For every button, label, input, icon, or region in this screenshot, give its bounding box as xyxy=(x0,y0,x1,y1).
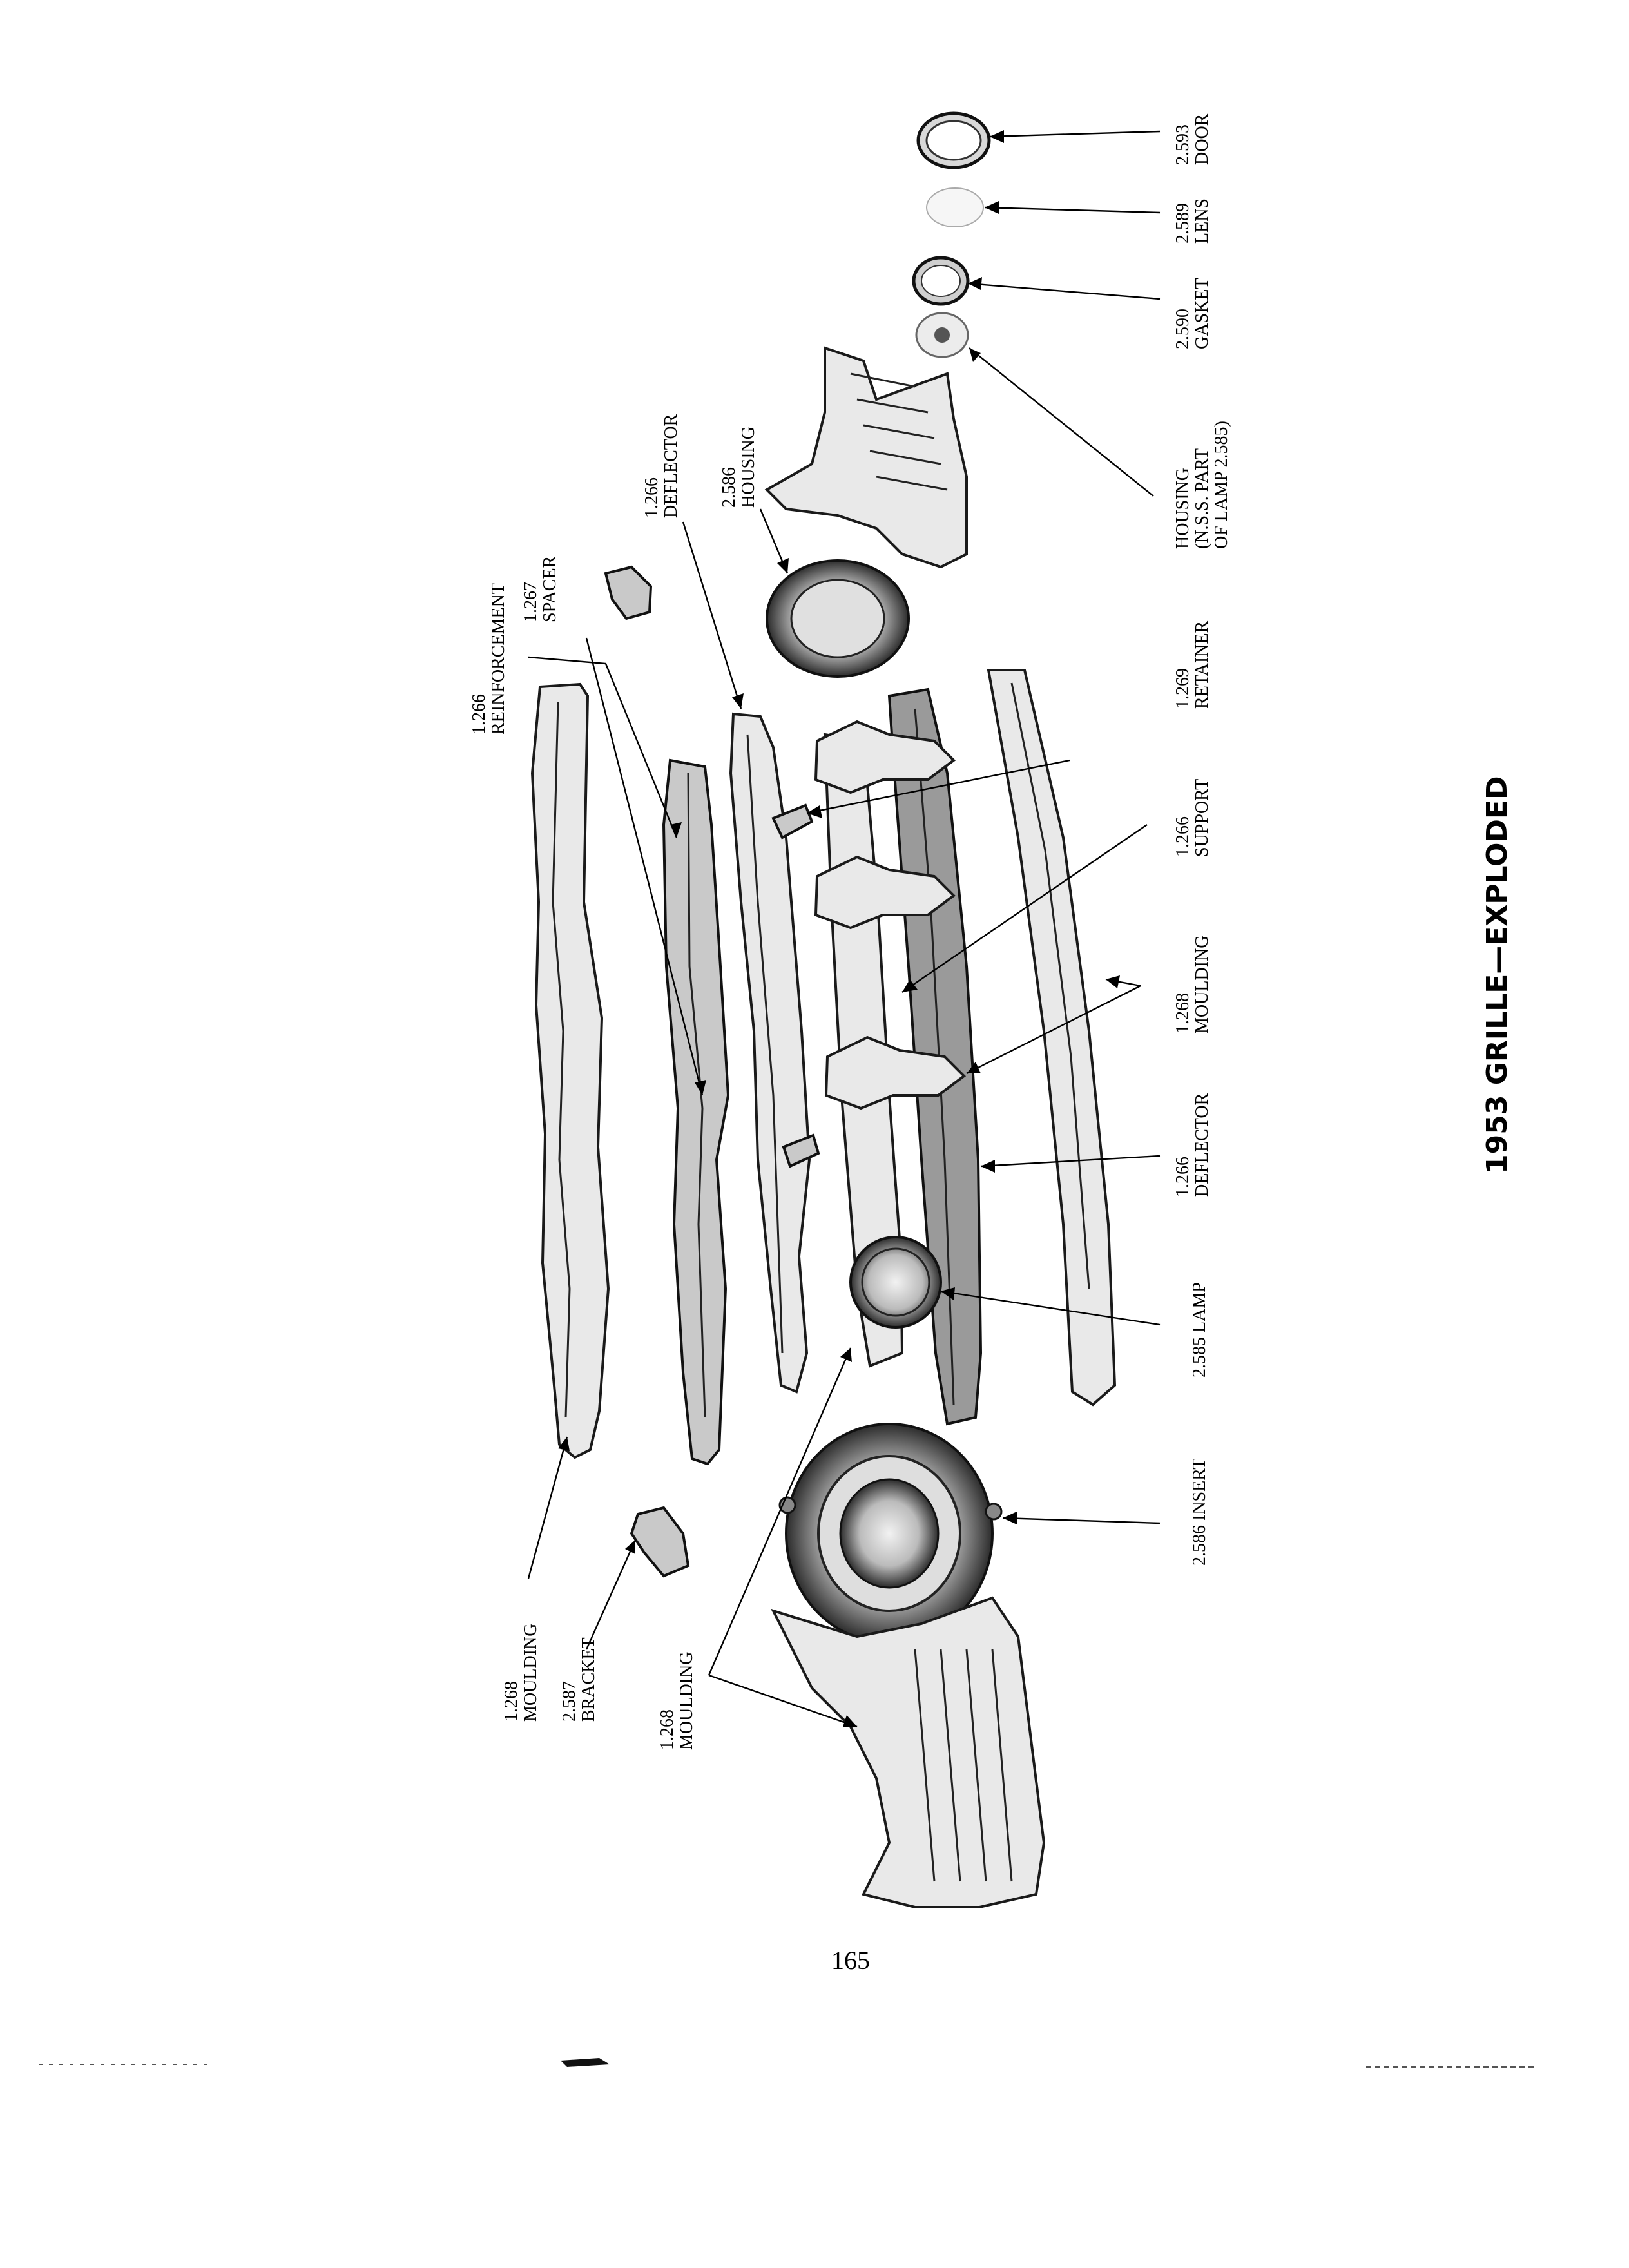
page-number: 165 xyxy=(831,1946,870,1975)
callout-door: 2.593 DOOR xyxy=(1173,113,1212,165)
bracket-part xyxy=(630,1506,690,1578)
lamp-part xyxy=(849,1236,942,1329)
callout-insert: 2.586 INSERT xyxy=(1190,1459,1210,1566)
grille-end-left-part xyxy=(771,1596,1046,1908)
callout-moulding-left: 1.268 MOULDING xyxy=(657,1652,697,1750)
callout-gasket: 2.590 GASKET xyxy=(1173,278,1212,349)
callout-bracket: 2.587 BRACKET xyxy=(559,1637,599,1722)
grille-end-right-part xyxy=(764,346,968,569)
callout-lamp: 2.585 LAMP xyxy=(1190,1282,1210,1378)
reinforcement-part xyxy=(662,758,730,1466)
moulding-bar-part xyxy=(530,682,610,1459)
callout-housing: 2.586 HOUSING xyxy=(719,427,758,508)
callout-lens: 2.589 LENS xyxy=(1173,198,1212,244)
parking-lamp-stack xyxy=(912,111,991,358)
leader-lines xyxy=(527,130,1161,1728)
callout-moulding-top: 1.268 MOULDING xyxy=(501,1624,541,1722)
callout-spacer: 1.267 SPACER xyxy=(521,555,560,622)
callout-support: 1.266 SUPPORT xyxy=(1173,779,1212,857)
housing-left-part xyxy=(785,1423,994,1644)
callout-moulding-right: 1.268 MOULDING xyxy=(1173,936,1212,1033)
moulding-right-part xyxy=(987,669,1117,1407)
grille-bullet-part xyxy=(814,720,967,1110)
callout-housing-nss: HOUSING (N.S.S. PART OF LAMP 2.585) xyxy=(1173,421,1231,549)
callout-retainer: 1.269 RETAINER xyxy=(1173,620,1212,709)
callout-reinforcement: 1.266 REINFORCEMENT xyxy=(469,583,508,735)
scan-artifacts xyxy=(39,2058,1534,2068)
callout-deflector-upper: 1.266 DEFLECTOR xyxy=(642,414,681,518)
housing-right-part xyxy=(766,559,910,678)
callout-deflector-lower: 1.266 DEFLECTOR xyxy=(1173,1093,1212,1197)
diagram-title: 1953 GRILLE—EXPLODED xyxy=(1481,776,1514,1174)
